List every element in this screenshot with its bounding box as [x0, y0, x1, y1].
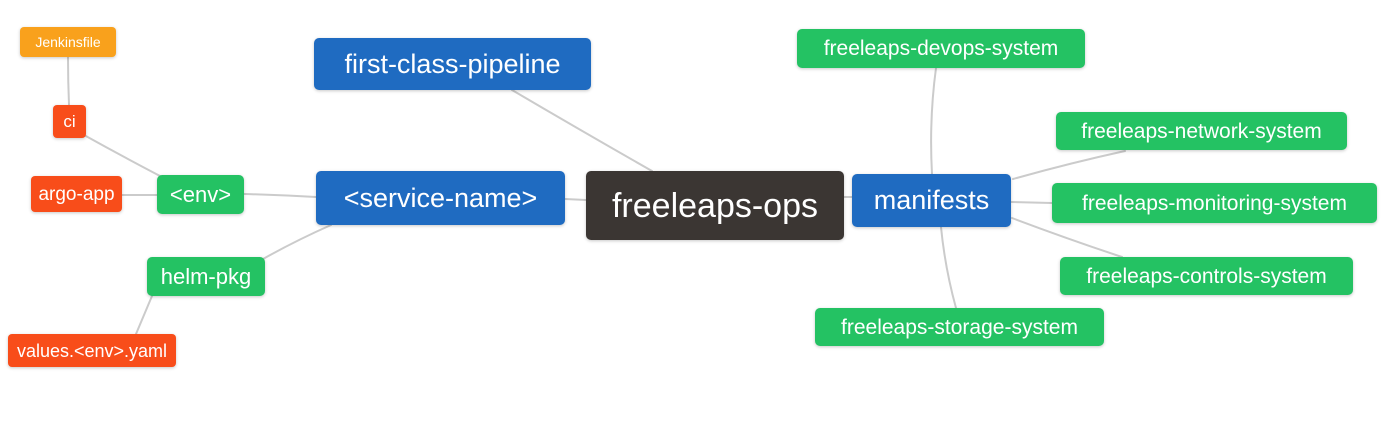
node-label: freeleaps-network-system [1081, 119, 1322, 143]
node-jenkinsfile[interactable]: Jenkinsfile [20, 27, 116, 57]
node-manifests[interactable]: manifests [852, 174, 1011, 227]
node-label: freeleaps-controls-system [1086, 264, 1327, 288]
node-label: freeleaps-storage-system [841, 315, 1078, 339]
node-label: Jenkinsfile [35, 34, 101, 50]
edge-manifests-storage [940, 226, 957, 309]
node-freeleaps-storage-system[interactable]: freeleaps-storage-system [815, 308, 1104, 346]
node-label: first-class-pipeline [344, 48, 561, 79]
node-first-class-pipeline[interactable]: first-class-pipeline [314, 38, 591, 90]
edge-ci-env [83, 134, 161, 177]
node-label: freeleaps-ops [611, 186, 818, 225]
node-ci[interactable]: ci [53, 105, 86, 138]
node-label: ci [63, 112, 76, 131]
edge-manifests-network [1012, 150, 1126, 180]
node-freeleaps-controls-system[interactable]: freeleaps-controls-system [1060, 257, 1353, 295]
node-helm-pkg[interactable]: helm-pkg [147, 257, 265, 296]
edge-manifests-monitoring [1010, 201, 1053, 204]
node-label: freeleaps-devops-system [823, 37, 1059, 60]
node-service-name[interactable]: <service-name> [316, 171, 565, 225]
node-freeleaps-ops[interactable]: freeleaps-ops [586, 171, 844, 240]
node-argo-app[interactable]: argo-app [31, 176, 122, 212]
node-env[interactable]: <env> [157, 175, 244, 214]
edge-service-name-helm-pkg [262, 224, 332, 260]
node-label: <env> [169, 181, 232, 207]
node-label: manifests [873, 185, 990, 215]
edge-pipeline-ops [511, 89, 653, 172]
node-label: freeleaps-monitoring-system [1082, 191, 1347, 215]
node-label: values.<env>.yaml [16, 340, 168, 361]
node-freeleaps-devops-system[interactable]: freeleaps-devops-system [797, 29, 1085, 68]
node-label: helm-pkg [160, 263, 252, 289]
edge-env-service-name [243, 193, 317, 198]
edge-service-name-ops [564, 198, 587, 201]
edge-manifests-devops [930, 67, 937, 175]
node-label: argo-app [38, 183, 115, 205]
node-freeleaps-monitoring-system[interactable]: freeleaps-monitoring-system [1052, 183, 1377, 223]
edge-helm-pkg-values [135, 295, 153, 335]
node-label: <service-name> [343, 182, 538, 213]
node-values-env-yaml[interactable]: values.<env>.yaml [8, 334, 176, 367]
edge-manifests-controls [1011, 217, 1123, 258]
edge-jenkinsfile-ci [67, 56, 70, 106]
node-freeleaps-network-system[interactable]: freeleaps-network-system [1056, 112, 1347, 150]
